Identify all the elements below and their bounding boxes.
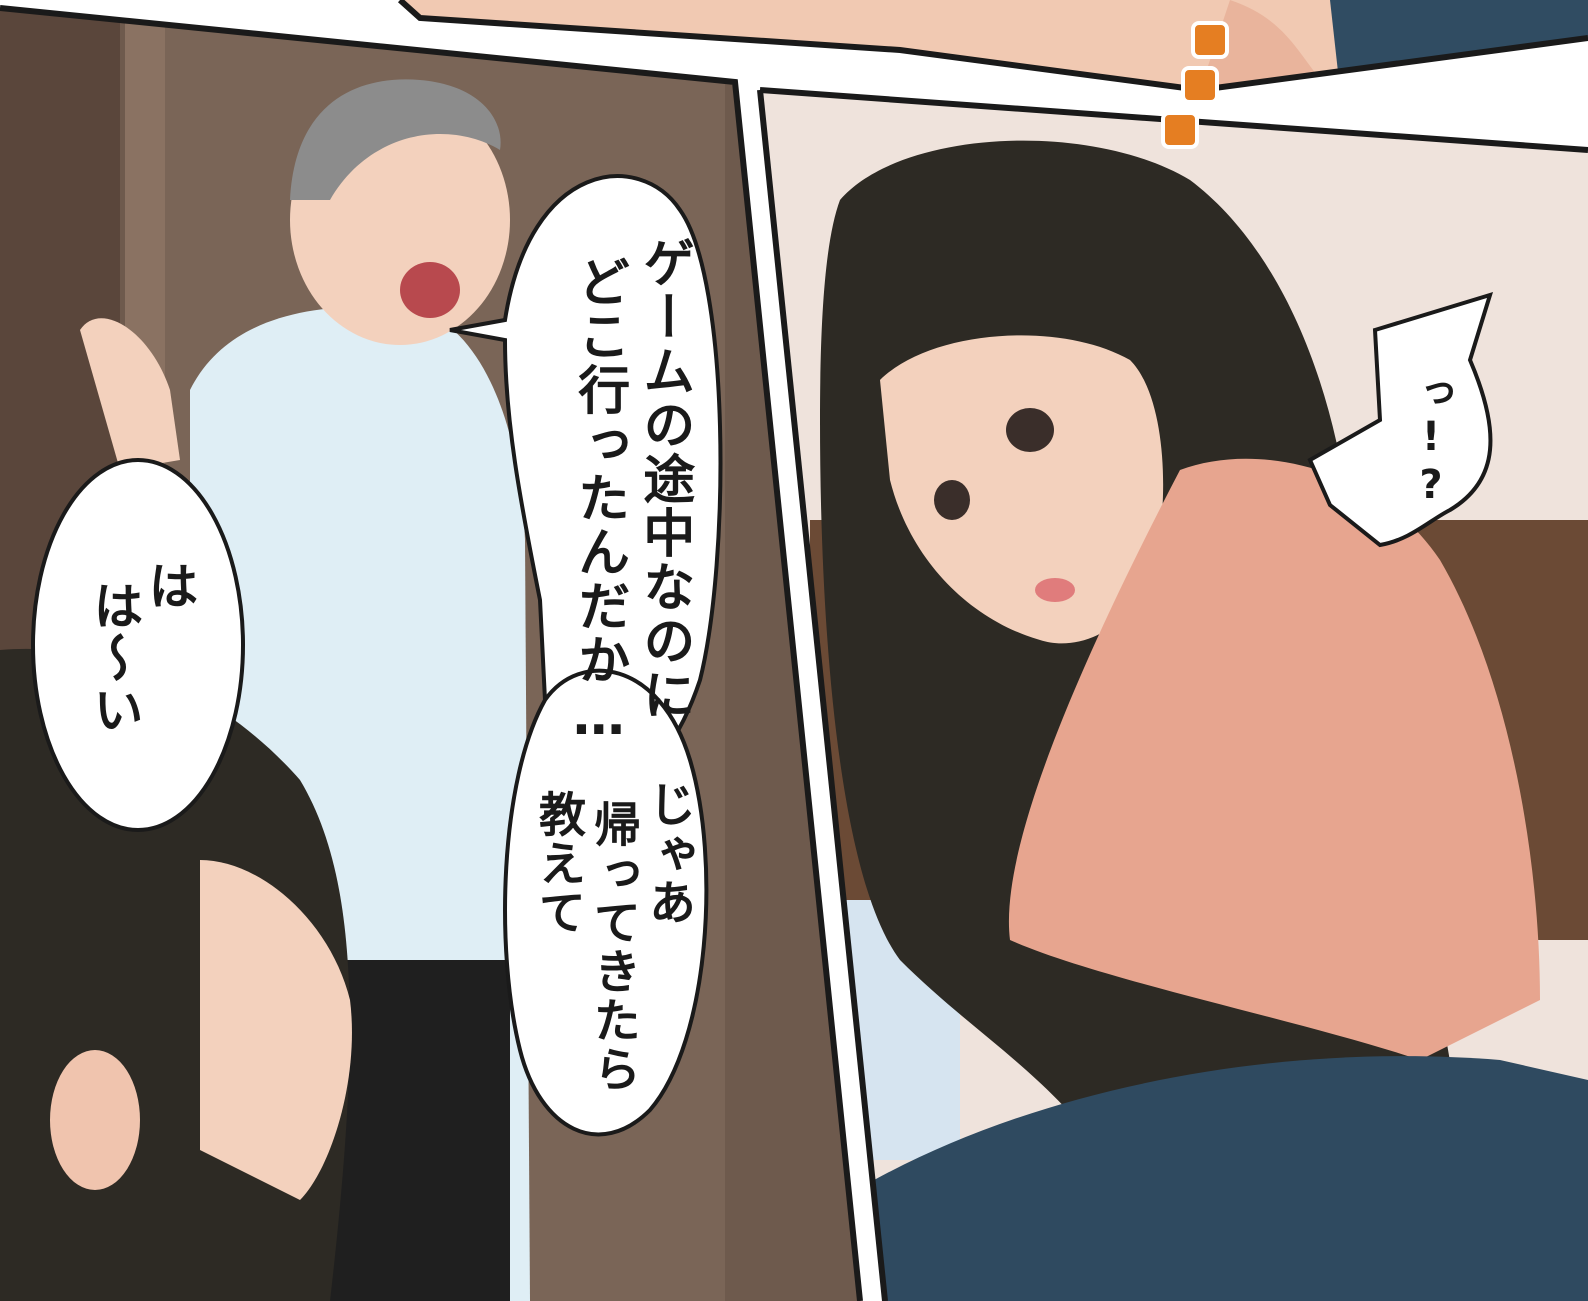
man-bubble-line-2: どこ行ったんだか… (568, 255, 629, 749)
girl-bubble-line-1: は (140, 560, 199, 612)
right-panel (760, 90, 1588, 1301)
man-bubble-line-5: 教えて (530, 790, 586, 937)
man-bubble-line-3: じゃあ (640, 780, 696, 927)
left-panel (0, 8, 860, 1301)
surprise-marks (1161, 21, 1229, 149)
woman-bubble-text: っ!? (1408, 372, 1454, 510)
man-bubble-line-1: ゲームの途中なのに (633, 236, 694, 722)
girl-bubble-line-2: は～い (85, 580, 144, 736)
man-bubble-line-4: 帰ってきたら (585, 800, 641, 1094)
